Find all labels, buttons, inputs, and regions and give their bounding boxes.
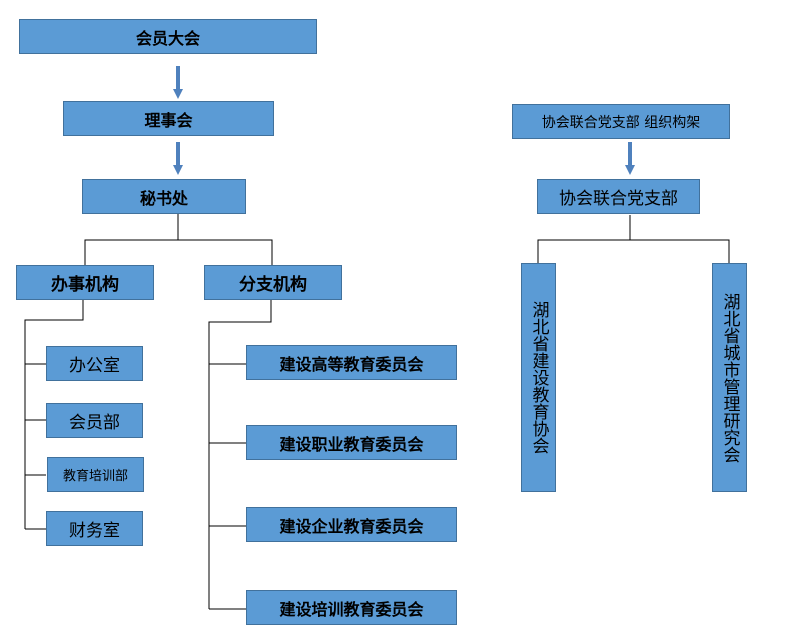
admin-bodies-box: 办事机构 xyxy=(16,265,154,300)
council-box: 理事会 xyxy=(63,101,274,136)
admin-item-membership: 会员部 xyxy=(46,403,143,438)
branch-bodies-box: 分支机构 xyxy=(204,265,342,300)
party-heading-box: 协会联合党支部 组织构架 xyxy=(512,104,730,139)
line-admin-bracket xyxy=(24,299,84,529)
branch-item-higher-edu: 建设高等教育委员会 xyxy=(246,345,457,380)
party-branch-box: 协会联合党支部 xyxy=(537,179,700,214)
branch-item-enterprise-edu: 建设企业教育委员会 xyxy=(246,507,457,542)
admin-item-office: 办公室 xyxy=(46,346,143,381)
general-assembly-box: 会员大会 xyxy=(19,19,317,54)
branch-item-vocational-edu: 建设职业教育委员会 xyxy=(246,425,457,460)
party-child-urban-mgmt: 湖北省城市管理研究会 xyxy=(712,263,747,492)
admin-item-finance: 财务室 xyxy=(46,511,143,546)
branch-item-training-edu: 建设培训教育委员会 xyxy=(246,590,457,625)
party-child-construction-edu: 湖北省建设教育协会 xyxy=(521,263,556,492)
admin-item-training: 教育培训部 xyxy=(47,457,144,492)
secretariat-box: 秘书处 xyxy=(82,179,246,214)
line-branch-bracket xyxy=(208,299,272,609)
